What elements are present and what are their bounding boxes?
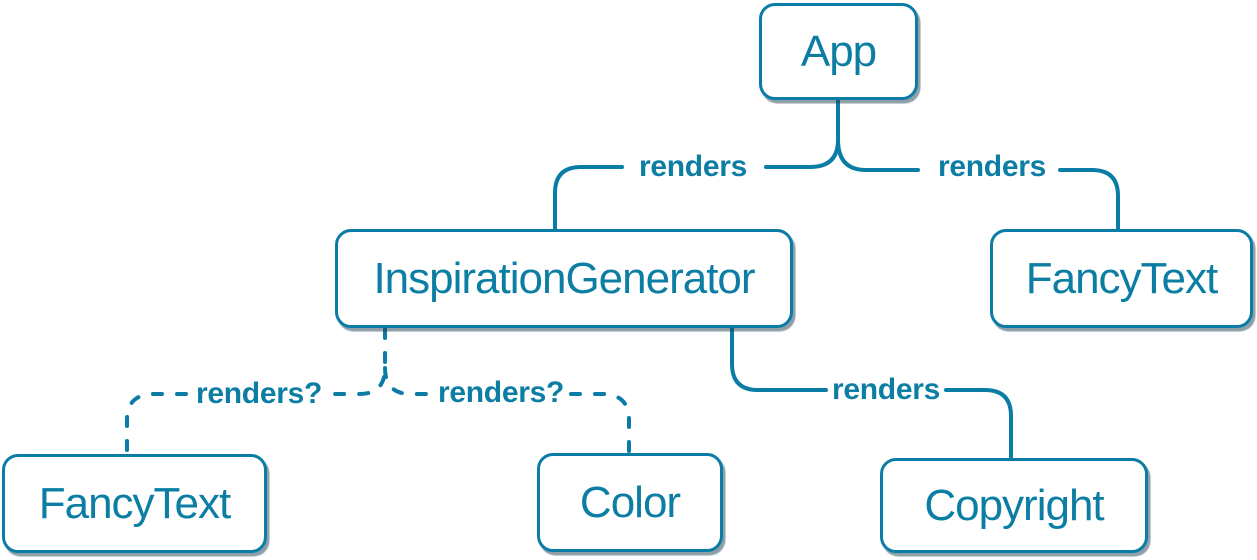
edge-label-renders-fancytext: renders bbox=[938, 150, 1046, 183]
edge-label-renders-inspirationgenerator: renders bbox=[639, 150, 747, 183]
node-color: Color bbox=[537, 453, 723, 552]
node-app: App bbox=[759, 3, 918, 100]
node-inspiration-generator: InspirationGenerator bbox=[335, 229, 793, 328]
node-fancy-text-top: FancyText bbox=[990, 229, 1253, 328]
edge-label-renders-conditional-color: renders? bbox=[438, 376, 564, 409]
edge-label-renders-copyright: renders bbox=[832, 373, 940, 406]
node-fancy-text-bottom: FancyText bbox=[2, 454, 267, 553]
edge-label-renders-conditional-fancytext: renders? bbox=[196, 377, 322, 410]
node-copyright: Copyright bbox=[880, 458, 1148, 553]
